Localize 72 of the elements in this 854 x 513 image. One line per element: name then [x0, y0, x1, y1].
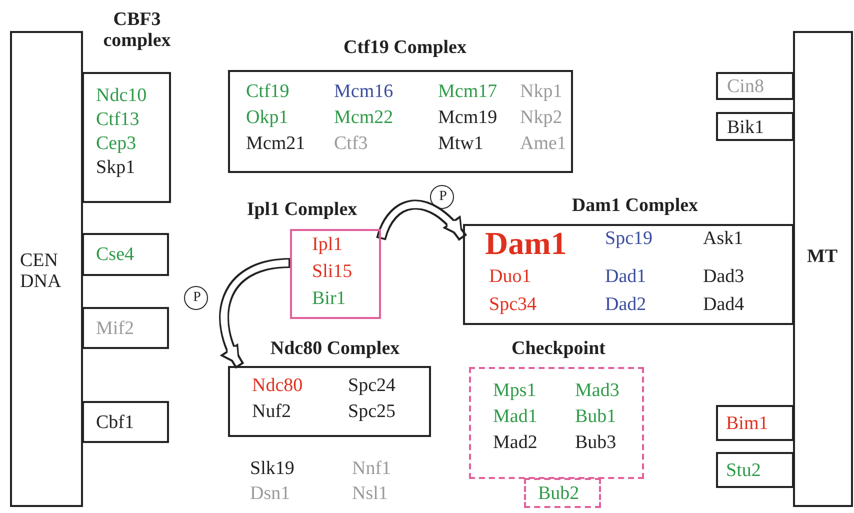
protein-name: Nnf1 — [352, 459, 392, 480]
protein-name: Ndc80 — [252, 376, 303, 397]
protein-name: Mps1 — [493, 381, 536, 402]
protein-box — [716, 72, 794, 100]
phosphate-symbol: P — [192, 290, 202, 306]
protein-name: Spc34 — [489, 295, 536, 316]
protein-name: Bim1 — [726, 414, 768, 435]
structure-label: MT — [807, 247, 838, 268]
protein-name: Bub2 — [538, 484, 580, 505]
complex-heading: Ctf19 Complex — [342, 38, 468, 59]
complex-heading: Ndc80 Complex — [269, 339, 401, 360]
protein-name: Mif2 — [96, 319, 134, 340]
protein-name: Nsl1 — [352, 484, 388, 505]
protein-name: Bir1 — [312, 289, 347, 310]
protein-name: Mad3 — [575, 381, 620, 402]
protein-name: Ctf3 — [334, 134, 368, 155]
protein-name: Spc24 — [348, 376, 396, 397]
protein-name: Spc25 — [348, 402, 396, 423]
protein-box — [82, 307, 169, 349]
protein-box — [716, 405, 794, 441]
protein-name: Nuf2 — [252, 402, 292, 423]
protein-name: Ipl1 — [312, 235, 344, 256]
complex-heading: Ipl1 Complex — [246, 200, 358, 221]
dna-box — [10, 31, 83, 507]
protein-name: Mad1 — [493, 407, 538, 428]
protein-name: Slk19 — [250, 459, 294, 480]
phosphate-symbol: P — [438, 189, 448, 204]
protein-name: Ask1 — [703, 229, 744, 250]
protein-box — [524, 478, 601, 508]
protein-box — [716, 112, 794, 141]
complex-heading: CBF3 complex — [102, 10, 172, 52]
protein-name: Bub3 — [575, 433, 616, 454]
protein-name: Sli15 — [312, 262, 354, 283]
protein-name: Mtw1 — [438, 134, 484, 155]
protein-name: Ame1 — [520, 134, 566, 155]
protein-name: Mcm19 — [438, 108, 498, 129]
protein-name: Dad2 — [605, 295, 646, 316]
protein-name: Stu2 — [726, 461, 761, 482]
complex-heading: Dam1 Complex — [570, 196, 700, 217]
protein-name: Skp1 — [96, 158, 136, 179]
protein-name: Mcm22 — [334, 108, 394, 129]
protein-name: Cep3 — [96, 134, 136, 155]
microtubule-box — [793, 31, 853, 507]
protein-name: Mcm16 — [334, 82, 394, 103]
structure-label: CEN DNA — [20, 251, 62, 293]
protein-box — [716, 452, 794, 488]
protein-name: Nkp2 — [520, 108, 562, 129]
protein-name: Ctf13 — [96, 110, 140, 131]
protein-name: Mcm17 — [438, 82, 498, 103]
protein-box — [82, 233, 169, 276]
phosphate-circle — [430, 185, 454, 209]
protein-name: Ndc10 — [96, 86, 147, 107]
protein-box — [82, 401, 169, 443]
protein-name: Cbf1 — [96, 413, 134, 434]
protein-name: Dad1 — [605, 267, 646, 288]
protein-name: Cse4 — [96, 245, 134, 266]
protein-name: Mad2 — [493, 433, 538, 454]
protein-name: Nkp1 — [520, 82, 562, 103]
protein-name: Cin8 — [727, 77, 764, 98]
protein-name: Okp1 — [246, 108, 288, 129]
protein-name: Dsn1 — [250, 484, 290, 505]
phosphate-circle — [184, 286, 208, 310]
protein-name: Bub1 — [575, 407, 616, 428]
protein-name: Ctf19 — [246, 82, 290, 103]
protein-name: Dam1 — [485, 226, 567, 262]
protein-name: Bik1 — [727, 118, 764, 139]
protein-name: Dad4 — [703, 295, 744, 316]
protein-name: Mcm21 — [246, 134, 306, 155]
protein-name: Duo1 — [489, 267, 532, 288]
protein-name: Spc19 — [605, 229, 652, 250]
protein-name: Dad3 — [703, 267, 744, 288]
complex-heading: Checkpoint — [510, 339, 606, 360]
